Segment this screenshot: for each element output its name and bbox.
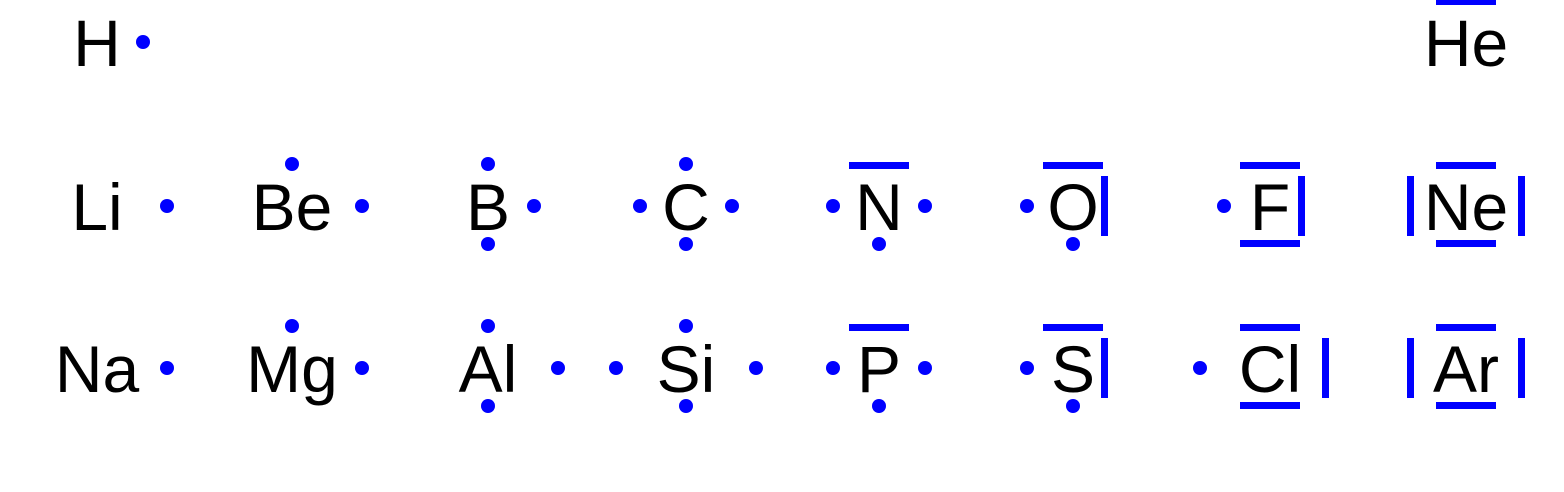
electron-pair-bar-top bbox=[1436, 162, 1496, 169]
electron-pair-bar-top bbox=[1240, 324, 1300, 331]
element-al: Al bbox=[459, 319, 565, 413]
electron-pair-bar-bottom bbox=[1436, 240, 1496, 247]
electron-dot-bottom bbox=[481, 237, 495, 251]
element-symbol: B bbox=[466, 170, 510, 244]
element-symbol: N bbox=[855, 170, 903, 244]
electron-dot-left bbox=[826, 199, 840, 213]
element-o: O bbox=[1020, 162, 1108, 251]
electron-dot-left bbox=[1193, 361, 1207, 375]
element-symbol: Al bbox=[459, 332, 518, 406]
electron-dot-right bbox=[355, 361, 369, 375]
electron-dot-left bbox=[1020, 199, 1034, 213]
element-symbol: P bbox=[857, 332, 901, 406]
electron-pair-bar-bottom bbox=[1436, 402, 1496, 409]
electron-pair-bar-right bbox=[1298, 176, 1305, 236]
element-he: He bbox=[1424, 0, 1508, 80]
electron-pair-bar-right bbox=[1518, 338, 1525, 398]
element-be: Be bbox=[252, 157, 369, 244]
element-s: S bbox=[1020, 324, 1108, 413]
electron-dot-left bbox=[826, 361, 840, 375]
element-symbol: H bbox=[73, 6, 121, 80]
electron-dot-right bbox=[551, 361, 565, 375]
electron-dot-bottom bbox=[679, 237, 693, 251]
electron-dot-top bbox=[481, 157, 495, 171]
element-symbol: Mg bbox=[246, 332, 338, 406]
element-symbol: O bbox=[1047, 170, 1098, 244]
electron-dot-right bbox=[160, 199, 174, 213]
electron-dot-left bbox=[1217, 199, 1231, 213]
electron-dot-left bbox=[609, 361, 623, 375]
electron-pair-bar-top bbox=[849, 162, 909, 169]
element-symbol: Na bbox=[55, 332, 140, 406]
electron-pair-bar-right bbox=[1322, 338, 1329, 398]
electron-dot-top bbox=[481, 319, 495, 333]
electron-dot-right bbox=[918, 199, 932, 213]
electron-dot-bottom bbox=[872, 399, 886, 413]
electron-pair-bar-left bbox=[1407, 338, 1414, 398]
electron-dot-left bbox=[1020, 361, 1034, 375]
element-si: Si bbox=[609, 319, 763, 413]
electron-dot-top bbox=[285, 157, 299, 171]
element-ne: Ne bbox=[1407, 162, 1525, 247]
electron-pair-bar-top bbox=[849, 324, 909, 331]
electron-dot-bottom bbox=[1066, 237, 1080, 251]
electron-dot-left bbox=[633, 199, 647, 213]
electron-pair-bar-top bbox=[1043, 162, 1103, 169]
electron-pair-bar-right bbox=[1518, 176, 1525, 236]
element-symbol: Li bbox=[71, 170, 122, 244]
element-symbol: Ne bbox=[1424, 170, 1508, 244]
electron-dot-right bbox=[160, 361, 174, 375]
electron-pair-bar-top bbox=[1436, 0, 1496, 5]
electron-dot-right bbox=[918, 361, 932, 375]
element-symbol: S bbox=[1051, 332, 1095, 406]
element-symbol: F bbox=[1250, 170, 1290, 244]
electron-pair-bar-top bbox=[1436, 324, 1496, 331]
element-b: B bbox=[466, 157, 541, 251]
electron-pair-bar-top bbox=[1240, 162, 1300, 169]
element-symbol: Be bbox=[252, 170, 333, 244]
electron-dot-right bbox=[527, 199, 541, 213]
electron-pair-bar-right bbox=[1101, 338, 1108, 398]
electron-dot-right bbox=[355, 199, 369, 213]
electron-dot-right bbox=[749, 361, 763, 375]
electron-pair-bar-top bbox=[1043, 324, 1103, 331]
electron-dot-bottom bbox=[872, 237, 886, 251]
electron-dot-bottom bbox=[1066, 399, 1080, 413]
element-symbol: C bbox=[662, 170, 710, 244]
element-ar: Ar bbox=[1407, 324, 1525, 409]
element-f: F bbox=[1217, 162, 1305, 247]
electron-pair-bar-bottom bbox=[1240, 402, 1300, 409]
element-mg: Mg bbox=[246, 319, 369, 406]
element-p: P bbox=[826, 324, 932, 413]
element-li: Li bbox=[71, 170, 174, 244]
element-cl: Cl bbox=[1193, 324, 1329, 409]
electron-dot-top bbox=[679, 157, 693, 171]
electron-dot-right bbox=[725, 199, 739, 213]
element-c: C bbox=[633, 157, 739, 251]
electron-dot-bottom bbox=[679, 399, 693, 413]
element-na: Na bbox=[55, 332, 174, 406]
element-symbol: Ar bbox=[1433, 332, 1499, 406]
electron-pair-bar-left bbox=[1407, 176, 1414, 236]
electron-pair-bar-right bbox=[1101, 176, 1108, 236]
electron-dot-right bbox=[136, 35, 150, 49]
electron-dot-top bbox=[679, 319, 693, 333]
electron-dot-bottom bbox=[481, 399, 495, 413]
element-symbol: He bbox=[1424, 6, 1508, 80]
element-n: N bbox=[826, 162, 932, 251]
element-h: H bbox=[73, 6, 150, 80]
electron-dot-top bbox=[285, 319, 299, 333]
element-symbol: Cl bbox=[1239, 332, 1301, 406]
electron-pair-bar-bottom bbox=[1240, 240, 1300, 247]
element-symbol: Si bbox=[657, 332, 716, 406]
